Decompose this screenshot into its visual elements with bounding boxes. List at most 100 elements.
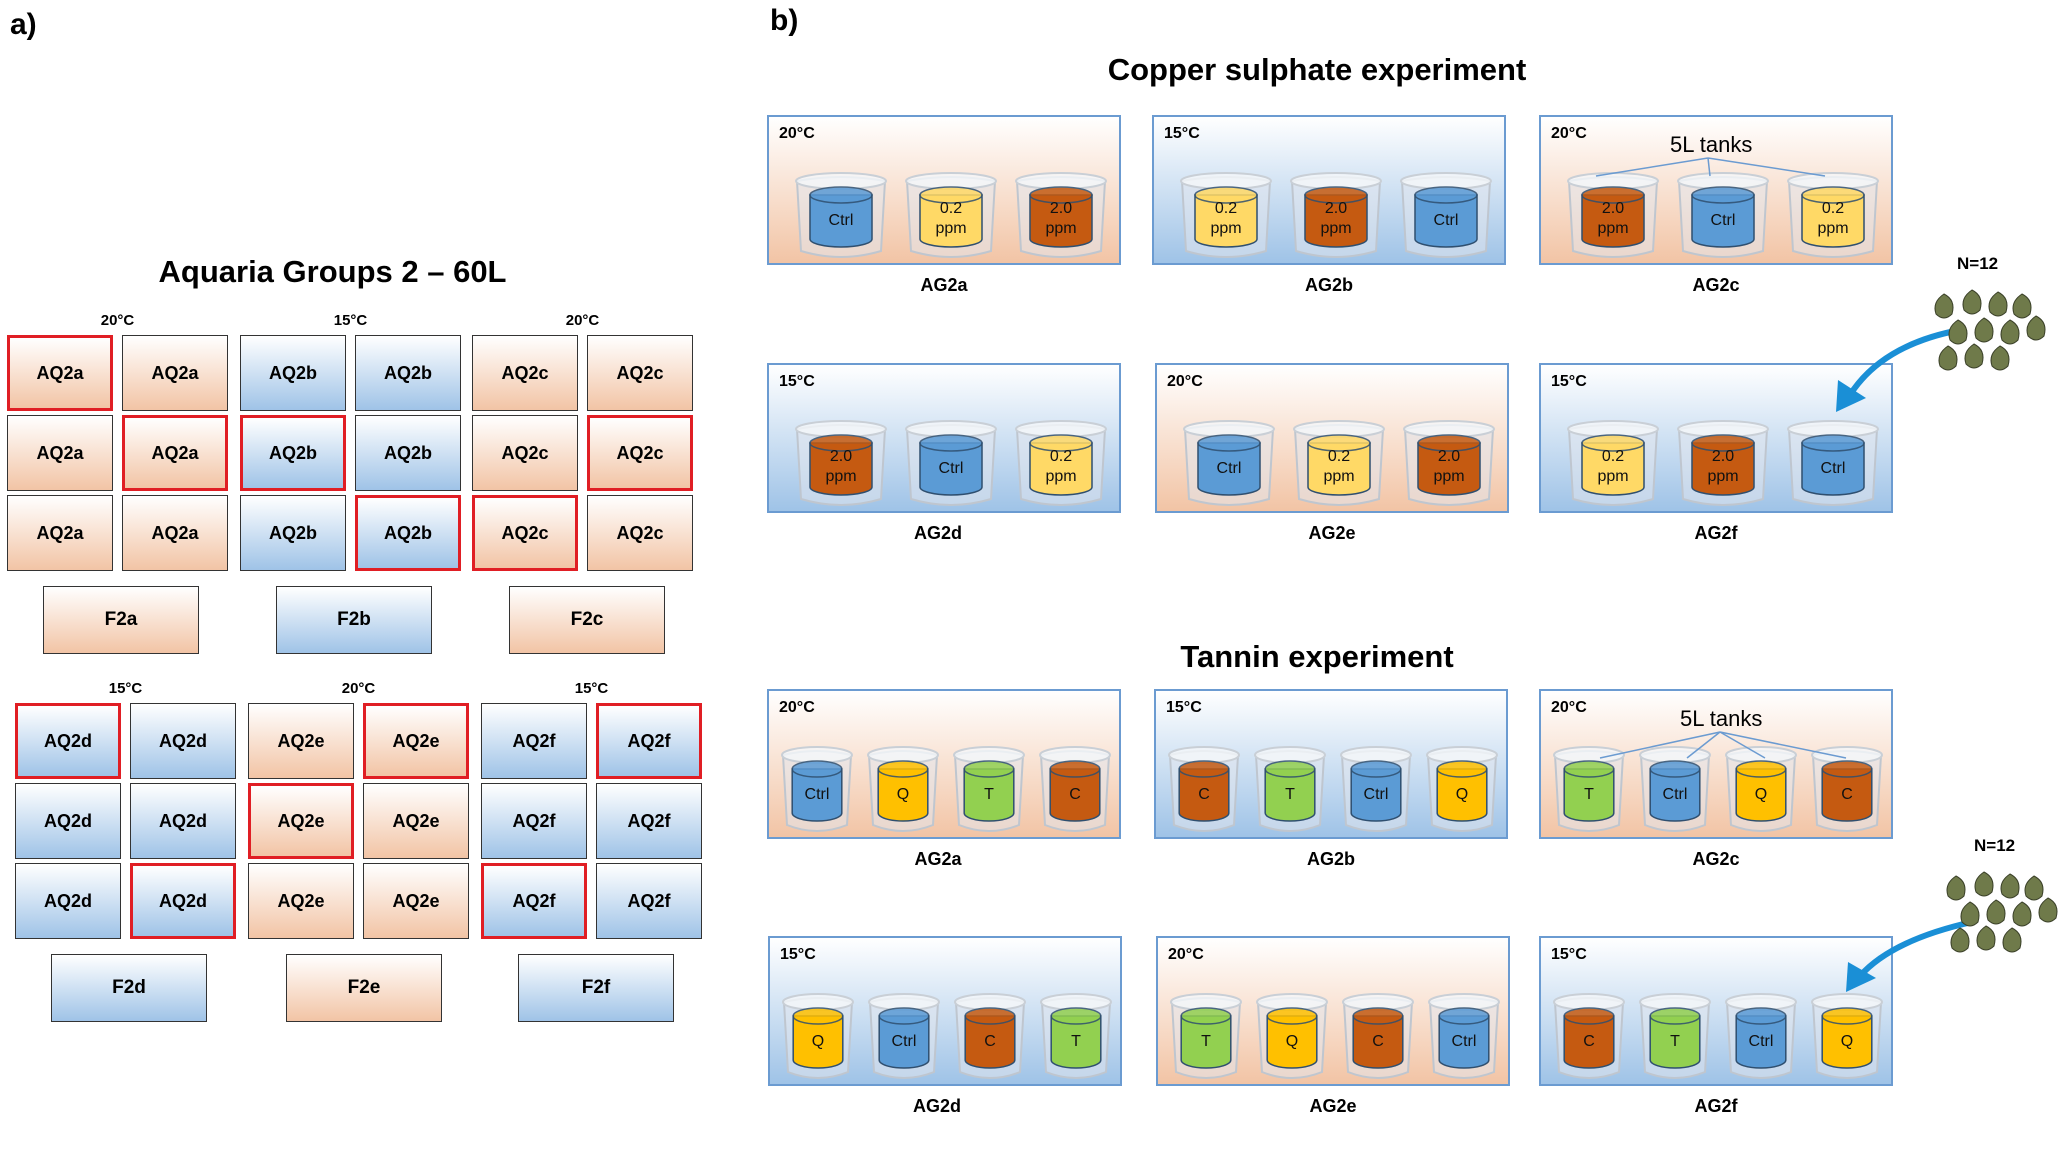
treatment-cylinder: [1178, 768, 1230, 822]
treatment-label: Q: [1285, 1033, 1299, 1050]
panel-b-letter: b): [770, 4, 799, 37]
beaker-graphic: [795, 420, 887, 506]
oyster-icon: [1988, 291, 2008, 317]
panel-name: AG2a: [914, 849, 962, 869]
panel-name: AG2e: [1309, 1096, 1357, 1116]
cylinder-top: [1436, 760, 1488, 778]
cylinder-top: [1801, 186, 1865, 204]
aquarium-tank: AQ2d: [130, 703, 236, 779]
cylinder-top: [1735, 760, 1787, 778]
aquarium-tank: AQ2f: [596, 783, 702, 859]
treatment-cylinder: [1266, 1015, 1318, 1069]
treatment-cylinder: [1821, 768, 1873, 822]
treatment-cylinder: [963, 768, 1015, 822]
treatment-cylinder: [1414, 194, 1478, 248]
beaker-tank: Ctrl: [901, 419, 1001, 511]
treatment-label: Ctrl: [1216, 460, 1242, 477]
aquarium-tank: AQ2a: [122, 495, 228, 571]
panel-name: AG2c: [1692, 275, 1740, 295]
treatment-cylinder: [1649, 1015, 1701, 1069]
panel-name: AG2f: [1694, 1096, 1738, 1116]
panel-name: AG2b: [1304, 275, 1353, 295]
treatment-label: C: [1198, 786, 1210, 803]
treatment-cylinder: [1581, 194, 1645, 248]
cylinder-top: [1050, 1007, 1102, 1025]
beaker-graphic: [1725, 746, 1797, 832]
treatment-label: Ctrl: [938, 460, 964, 477]
treatment-cylinder: [919, 194, 983, 248]
treatment-cylinder: [1801, 194, 1865, 248]
beaker-graphic: [1553, 746, 1625, 832]
cylinder-top: [1194, 186, 1258, 204]
cylinder-top: [964, 1007, 1016, 1025]
tannin-transfer-arrow: [1846, 919, 1973, 992]
aquarium-tank: AQ2c: [587, 335, 693, 411]
cylinder-top: [1563, 1007, 1615, 1025]
treatment-cylinder: [1735, 768, 1787, 822]
filter-box: F2e: [286, 954, 442, 1022]
panel-name: AG2a: [920, 275, 968, 295]
aquarium-tank: AQ2b: [355, 415, 461, 491]
treatment-label: T: [1584, 786, 1594, 803]
beaker-tank: Q: [1252, 992, 1332, 1084]
beaker-tank: Ctrl: [1721, 992, 1801, 1084]
beaker-tank: T: [1549, 745, 1629, 837]
cylinder-top: [809, 186, 873, 204]
panel-temperature: 15°C: [1166, 699, 1202, 716]
cylinder-top: [809, 434, 873, 452]
beaker-graphic: [1040, 993, 1112, 1079]
oyster-icon: [1950, 927, 1970, 953]
treatment-cylinder: [792, 1015, 844, 1069]
treatment-label: Ctrl: [828, 212, 854, 229]
treatment-label: C: [1069, 786, 1081, 803]
cylinder-top: [1029, 434, 1093, 452]
tannin-oyster-cluster: [1946, 871, 2058, 953]
copper-pointer-lines: [1595, 157, 1826, 177]
aquarium-tank: AQ2d: [15, 703, 121, 779]
oyster-icon: [1962, 289, 1982, 315]
cylinder-top: [792, 1007, 844, 1025]
aquarium-tank: AQ2d: [130, 863, 236, 939]
beaker-tank: Ctrl: [864, 992, 944, 1084]
treatment-label: Ctrl: [1748, 1033, 1774, 1050]
beaker-graphic: [1183, 420, 1275, 506]
beaker-graphic: [1725, 993, 1797, 1079]
oyster-icon: [1960, 901, 1980, 927]
cylinder-top: [1821, 760, 1873, 778]
aquaria-title: Aquaria Groups 2 – 60L: [158, 254, 507, 289]
copper-oyster-cluster: [1934, 289, 2046, 371]
cylinder-top: [1307, 434, 1371, 452]
group-temperature: 20°C: [341, 680, 376, 697]
treatment-cylinder: [1194, 194, 1258, 248]
treatment-cylinder: [1050, 1015, 1102, 1069]
treatment-cylinder: [1352, 1015, 1404, 1069]
cylinder-top: [919, 434, 983, 452]
treatment-label: T: [984, 786, 994, 803]
cylinder-top: [963, 760, 1015, 778]
treatment-label: C: [1841, 786, 1853, 803]
aquarium-tank: AQ2b: [240, 415, 346, 491]
aquarium-tank: AQ2f: [596, 703, 702, 779]
beaker-graphic: [1787, 172, 1879, 258]
treatment-cylinder: [1304, 194, 1368, 248]
copper-n-label: N=12: [1957, 254, 1999, 273]
tannin-tank-note: 5L tanks: [1680, 706, 1763, 731]
treatment-cylinder: [1417, 442, 1481, 496]
beaker-graphic: [1342, 993, 1414, 1079]
beaker-tank: T: [1166, 992, 1246, 1084]
oyster-icon: [2012, 901, 2032, 927]
group-temperature: 20°C: [565, 312, 600, 329]
cylinder-top: [1563, 760, 1615, 778]
cylinder-top: [878, 1007, 930, 1025]
oyster-icon: [1974, 317, 1994, 343]
aquarium-tank: AQ2c: [587, 415, 693, 491]
